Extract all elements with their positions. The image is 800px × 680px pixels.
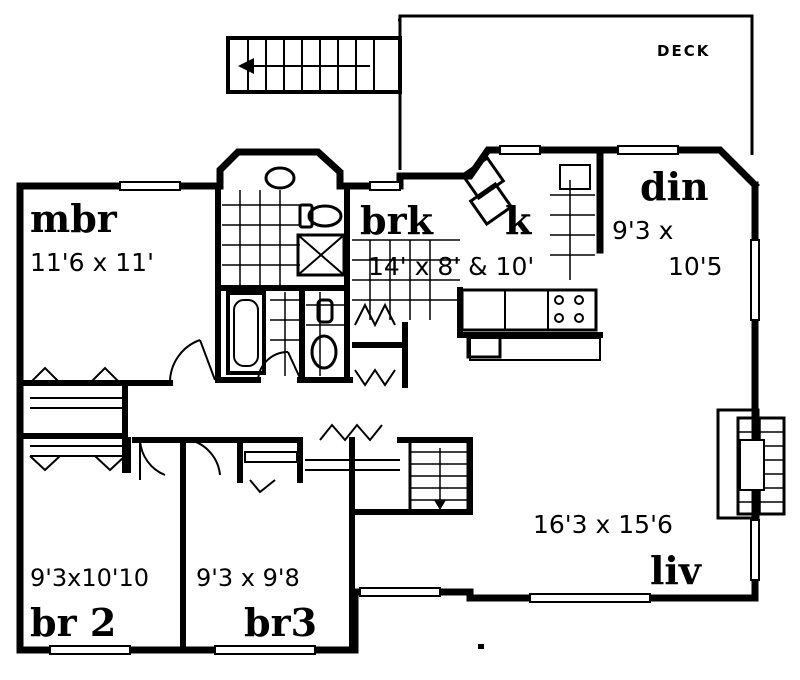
room-name-liv: liv	[650, 548, 701, 593]
room-dims-liv: 16'3 x 15'6	[533, 510, 673, 539]
room-dims-br3: 9'3 x 9'8	[196, 564, 300, 592]
room-name-br2: br 2	[30, 600, 117, 645]
windows	[49, 145, 760, 655]
deck-label: DECK	[657, 42, 711, 60]
room-name-mbr: mbr	[30, 196, 117, 241]
room-dims-br2: 9'3x10'10	[30, 564, 150, 592]
room-name-br3: br3	[244, 600, 318, 645]
hall-stairs	[352, 438, 470, 514]
room-dims-din-line2: 10'5	[668, 252, 723, 281]
kitchen-fixtures	[352, 155, 601, 387]
stair-down-arrow-icon	[434, 500, 446, 510]
room-dims-k: 14' x 8' & 10'	[368, 252, 535, 281]
small-mark	[478, 644, 484, 649]
deck-stairs	[226, 36, 402, 94]
room-name-k: k	[505, 198, 532, 243]
fireplace	[716, 408, 786, 520]
room-dims-mbr: 11'6 x 11'	[30, 248, 154, 277]
room-name-din: din	[640, 164, 709, 209]
stair-arrow-icon	[238, 58, 254, 74]
room-name-brk: brk	[360, 198, 433, 243]
bath-fixtures	[222, 166, 346, 381]
room-dims-din-line1: 9'3 x	[612, 216, 674, 245]
closets-doors	[29, 339, 400, 494]
